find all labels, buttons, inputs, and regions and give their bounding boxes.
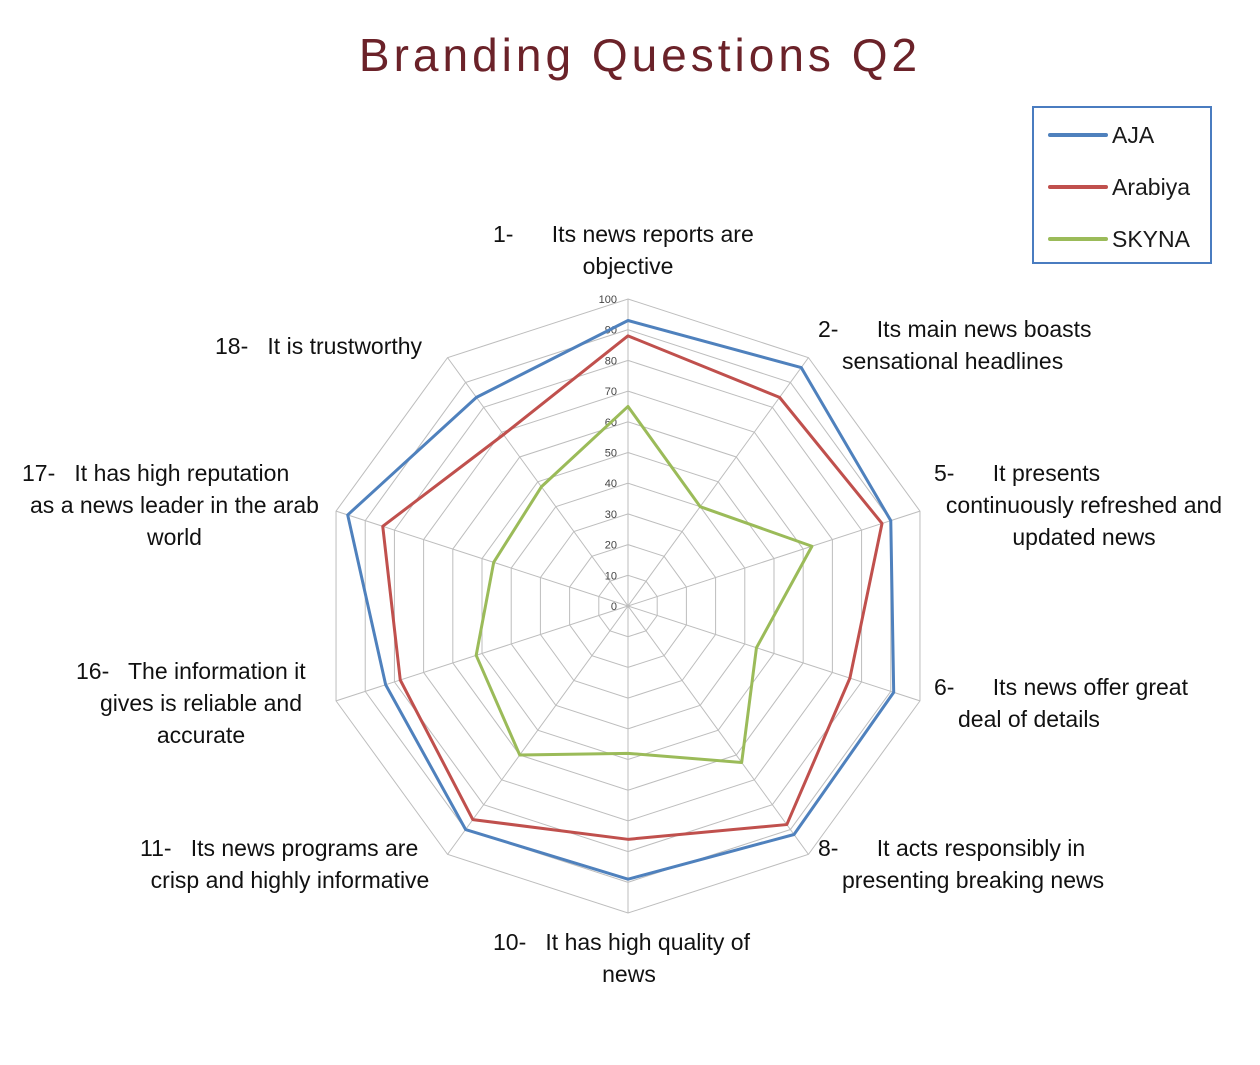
series-line-arabiya	[381, 334, 884, 841]
legend-label-arabiya: Arabiya	[1112, 173, 1190, 200]
axis-label-line: sensational headlines	[842, 348, 1064, 374]
tick-label-0: 0	[611, 601, 617, 613]
spoke-layer	[335, 299, 921, 913]
axis-label-line: crisp and highly informative	[150, 867, 430, 893]
tick-label-80: 80	[605, 355, 617, 367]
axis-label-9: 17- It has high reputation as a news lead…	[22, 457, 327, 553]
axis-label-line: news	[602, 961, 656, 987]
axis-label-line: presenting breaking news	[842, 867, 1105, 893]
legend: AJA Arabiya SKYNA	[1032, 106, 1212, 264]
axis-label-line: accurate	[156, 722, 246, 748]
legend-item-arabiya: Arabiya	[1048, 172, 1190, 202]
tick-label-20: 20	[605, 540, 617, 552]
axis-label-2: 2- Its main news boasts sensational headl…	[818, 313, 1092, 377]
axis-label-line: objective	[582, 253, 674, 279]
axis-label-8: 16- The information it gives is reliable …	[76, 655, 326, 751]
axis-label-10: 18- It is trustworthy	[215, 330, 422, 362]
axis-label-line: 18- It is trustworthy	[215, 333, 423, 359]
axis-label-line: as a news leader in the arab	[30, 492, 319, 518]
axis-label-line: gives is reliable and	[99, 690, 302, 716]
axis-label-line: 1- Its news reports are	[493, 221, 754, 247]
axis-label-line: 17- It has high reputation	[22, 460, 290, 486]
axis-label-line: updated news	[1012, 524, 1156, 550]
axis-spoke-2	[627, 357, 809, 607]
axis-spoke-7	[447, 605, 629, 855]
series-line-aja	[346, 318, 896, 881]
axis-label-7: 11- Its news programs are crisp and highl…	[140, 832, 440, 896]
legend-label-aja: AJA	[1112, 121, 1155, 148]
series-layer	[346, 318, 896, 881]
tick-label-10: 10	[605, 570, 617, 582]
axis-label-line: continuously refreshed and	[945, 492, 1223, 518]
chart-title: Branding Questions Q2	[358, 29, 922, 81]
axis-label-6: 10- It has high quality of news	[493, 926, 765, 990]
tick-label-40: 40	[605, 478, 617, 490]
legend-item-aja: AJA	[1048, 120, 1154, 150]
axis-spoke-9	[335, 510, 629, 607]
axis-label-line: 2- Its main news boasts	[818, 316, 1092, 342]
legend-swatch-arabiya	[1048, 185, 1108, 189]
axis-label-5: 8- It acts responsibly in presenting brea…	[818, 832, 1104, 896]
axis-label-line: 16- The information it	[76, 658, 306, 684]
axis-label-line: 5- It presents	[934, 460, 1101, 486]
axis-spoke-5	[627, 605, 809, 855]
axis-spoke-4	[627, 605, 921, 702]
axis-label-line: 6- Its news offer great	[934, 674, 1188, 700]
tick-label-30: 30	[605, 509, 617, 521]
tick-label-70: 70	[605, 386, 617, 398]
axis-spoke-10	[447, 357, 629, 607]
legend-swatch-skyna	[1048, 237, 1108, 241]
axis-label-4: 6- Its news offer great deal of details	[934, 671, 1188, 735]
axis-label-1: 1- Its news reports are objective	[493, 218, 763, 282]
tick-label-100: 100	[599, 294, 617, 306]
axis-label-3: 5- It presents continuously refreshed and…	[934, 457, 1234, 553]
axis-label-line: 8- It acts responsibly in	[818, 835, 1086, 861]
legend-label-skyna: SKYNA	[1112, 225, 1190, 252]
axis-label-line: deal of details	[958, 706, 1100, 732]
series-line-skyna	[474, 404, 814, 764]
axis-spoke-3	[627, 510, 921, 607]
axis-label-line: 11- Its news programs are	[140, 835, 419, 861]
legend-item-skyna: SKYNA	[1048, 224, 1190, 254]
axis-label-line: 10- It has high quality of	[493, 929, 750, 955]
tick-label-50: 50	[605, 448, 617, 460]
axis-label-line: world	[147, 524, 202, 550]
legend-swatch-aja	[1048, 133, 1108, 137]
